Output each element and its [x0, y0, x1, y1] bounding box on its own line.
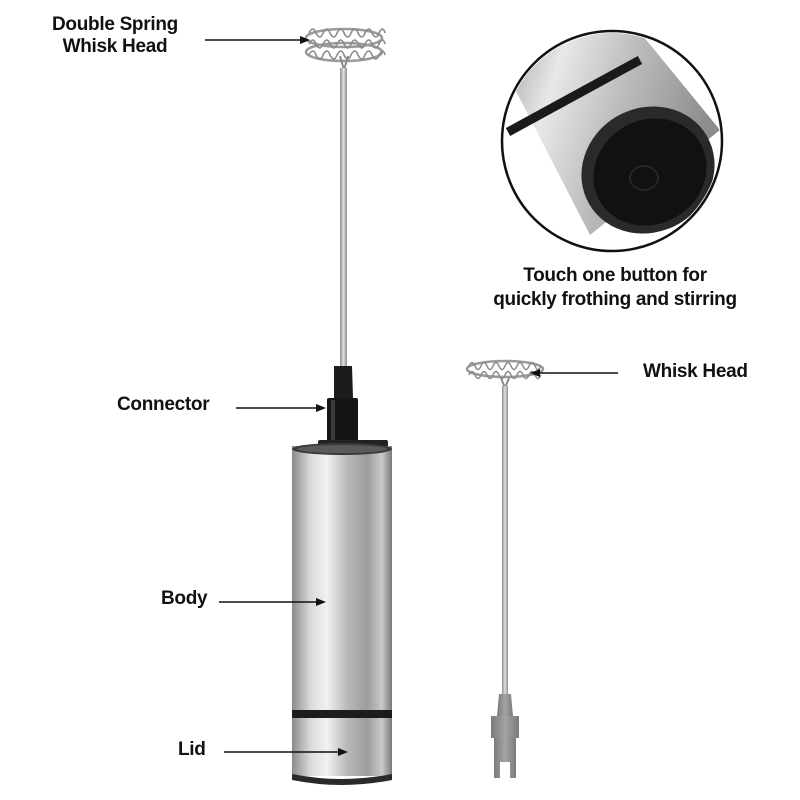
battery-lid	[292, 718, 392, 785]
arrow-double-spring	[205, 36, 310, 44]
label-lid: Lid	[178, 739, 206, 760]
arrow-body	[219, 598, 326, 606]
spare-whisk-rod	[502, 386, 508, 696]
arrow-lid	[224, 748, 348, 756]
label-whisk-head: Whisk Head	[643, 361, 748, 382]
connector-part	[318, 366, 388, 448]
button-zoom-view	[500, 29, 724, 253]
label-double-spring-line1: Double Spring	[52, 14, 178, 35]
spare-whisk-head	[465, 359, 545, 391]
caption-line1: Touch one button for	[523, 265, 707, 286]
label-connector: Connector	[117, 394, 210, 415]
arrow-connector	[236, 404, 326, 412]
handle-body	[292, 443, 392, 718]
spare-whisk-connector	[491, 694, 519, 778]
arrow-whisk-head	[530, 369, 618, 377]
label-body: Body	[161, 588, 208, 609]
caption-line2: quickly frothing and stirring	[493, 289, 737, 310]
whisk-rod	[340, 68, 347, 368]
label-double-spring-whisk-head: Double Spring Whisk Head	[52, 14, 178, 58]
label-double-spring-line2: Whisk Head	[62, 36, 168, 57]
feature-caption: Touch one button for quickly frothing an…	[430, 264, 800, 312]
double-spring-whisk-head	[304, 27, 386, 74]
